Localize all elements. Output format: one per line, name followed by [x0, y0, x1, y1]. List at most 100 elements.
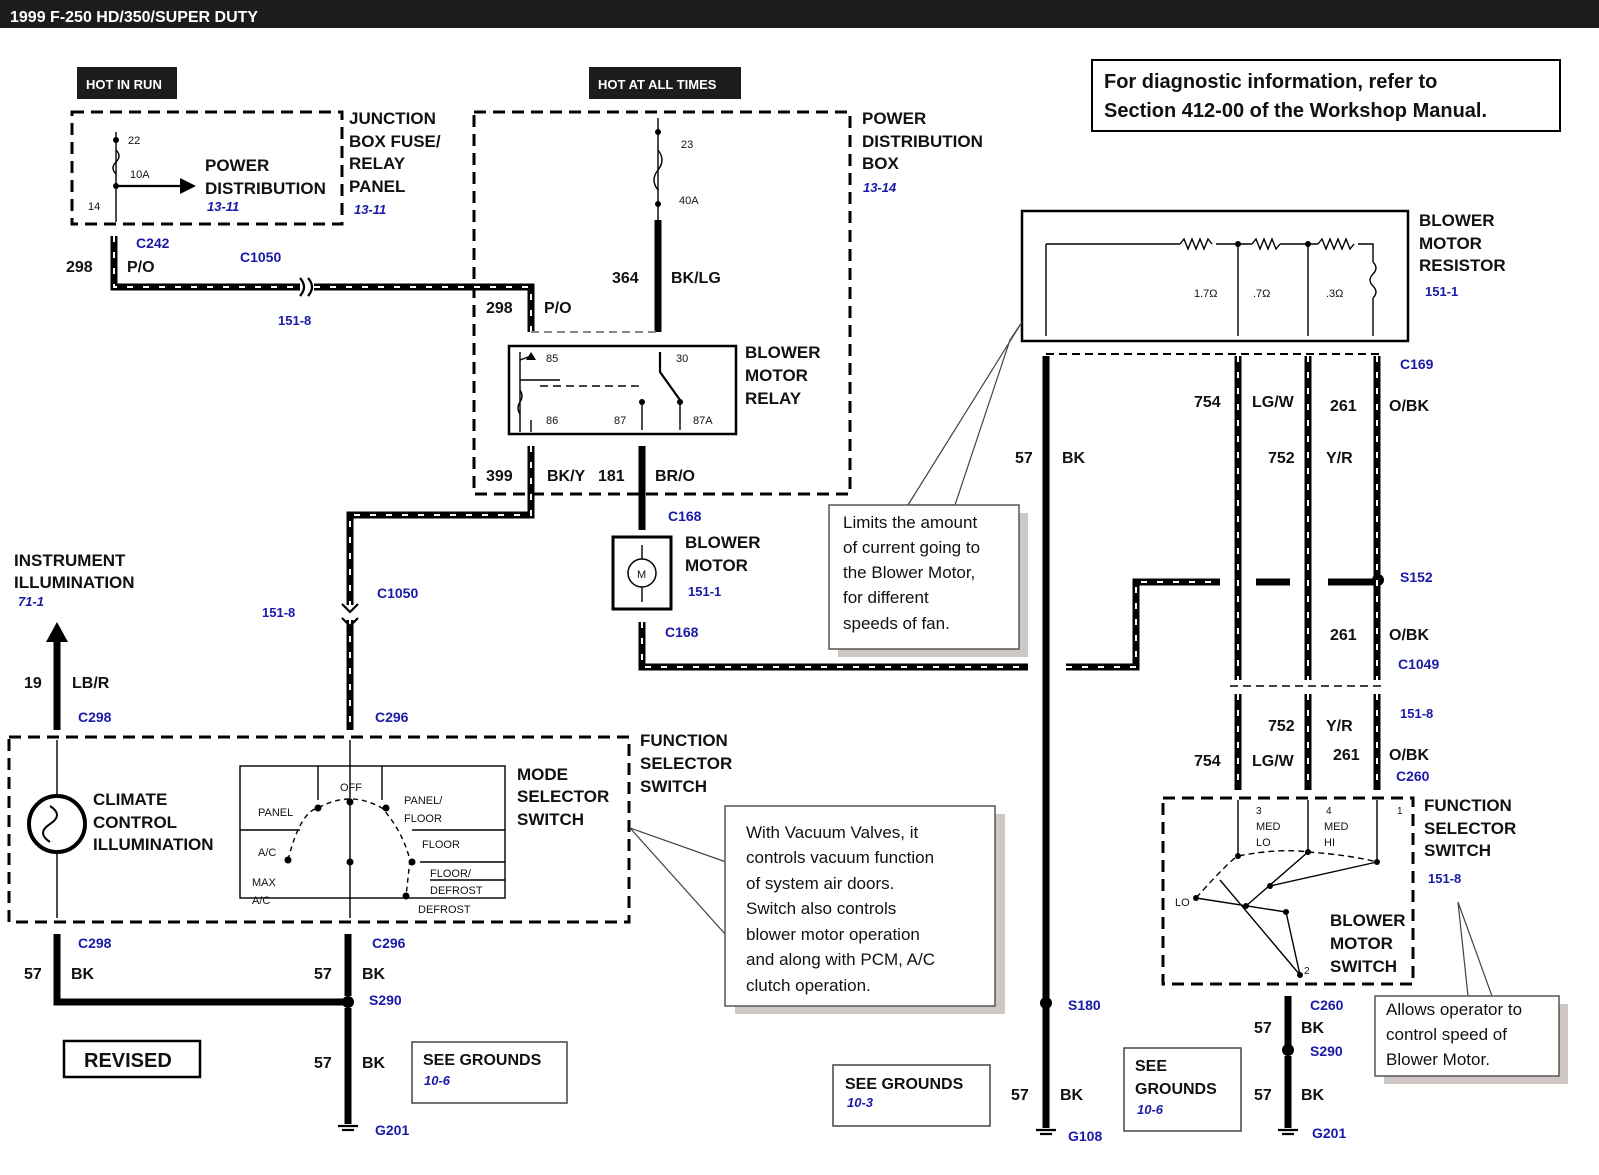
label-c298b: P/O — [544, 300, 572, 317]
resistor-note-box — [828, 504, 1020, 650]
jbox-pd-label2: DISTRIBUTION — [205, 179, 326, 198]
jbox-fuse-in: 22 — [128, 135, 140, 147]
relay-label3: RELAY — [745, 389, 802, 408]
label-c399: BK/Y — [547, 468, 586, 485]
label-c57g: BK — [1301, 1087, 1325, 1104]
motor-ref: 151-1 — [688, 584, 721, 599]
label-c261a: O/BK — [1389, 398, 1429, 415]
fss-left-label2: SELECTOR — [640, 754, 732, 773]
blower-motor-relay-box — [507, 344, 738, 436]
title-bar — [0, 0, 1599, 28]
label-c260a: C260 — [1396, 768, 1430, 784]
resistor-label2: MOTOR — [1419, 234, 1482, 253]
instrument-label1: INSTRUMENT — [14, 551, 126, 570]
see-grounds-c-label1: SEE — [1135, 1058, 1167, 1075]
revised-label: REVISED — [84, 1050, 172, 1072]
label-w19: 19 — [24, 675, 42, 692]
label-c296a: C296 — [375, 709, 409, 725]
fss-right-ref: 151-8 — [1428, 871, 1461, 886]
label-c19: LB/R — [72, 675, 110, 692]
label-w181: 181 — [598, 468, 625, 485]
vacuum-note-box — [724, 805, 996, 1007]
mode-off: OFF — [340, 782, 362, 794]
see-grounds-a-box — [411, 1041, 568, 1104]
vacuum-note-line6: and along with PCM, A/C — [746, 950, 935, 969]
label-c261b: O/BK — [1389, 627, 1429, 644]
revised-box — [62, 1039, 202, 1079]
label-ref1518a: 151-8 — [278, 313, 311, 328]
mode-panel-floor1: PANEL/ — [404, 795, 443, 807]
fss-left-label1: FUNCTION — [640, 731, 728, 750]
resistor-note-pointer — [906, 321, 1023, 506]
speed-note-line3: Blower Motor. — [1386, 1050, 1490, 1069]
label-c242: C242 — [136, 235, 170, 251]
resistor-note-line2: of current going to — [843, 538, 980, 557]
resistor-3-icon — [1317, 237, 1355, 251]
vacuum-note-line4: Switch also controls — [746, 899, 896, 918]
mode-label2: SELECTOR — [517, 787, 609, 806]
label-w57b: 57 — [24, 966, 42, 983]
jbox-label4: PANEL — [349, 177, 405, 196]
resistor-1-icon — [1179, 237, 1213, 251]
speed-note-box — [1374, 995, 1560, 1077]
fss-right-medhi2: HI — [1324, 837, 1335, 849]
fss-right-p1: 1 — [1397, 806, 1403, 817]
fss-right-label2: SELECTOR — [1424, 819, 1516, 838]
label-c296b: C296 — [372, 935, 406, 951]
label-g108: G108 — [1068, 1128, 1102, 1144]
climate-label1: CLIMATE — [93, 790, 167, 809]
label-w57g: 57 — [1254, 1087, 1272, 1104]
label-c57d: BK — [362, 1055, 386, 1072]
pdb-label3: BOX — [862, 154, 900, 173]
label-c1049: C1049 — [1398, 656, 1439, 672]
label-c754a: LG/W — [1252, 394, 1295, 411]
pdb-label2: DISTRIBUTION — [862, 132, 983, 151]
pdb-fuse-icon — [653, 149, 663, 191]
jbox-label2: BOX FUSE/ — [349, 132, 441, 151]
label-w57e: 57 — [1011, 1087, 1029, 1104]
label-s180: S180 — [1068, 997, 1101, 1013]
resistor-note-line4: for different — [843, 588, 929, 607]
fss-left-outline — [7, 735, 631, 924]
label-w261a: 261 — [1330, 398, 1357, 415]
label-c298c: C298 — [78, 709, 112, 725]
fss-right-lo: LO — [1175, 897, 1190, 909]
fss-right-medhi1: MED — [1324, 821, 1349, 833]
label-w57d: 57 — [314, 1055, 332, 1072]
jbox-label1: JUNCTION — [349, 109, 436, 128]
motor-label1: BLOWER — [685, 533, 761, 552]
climate-lamp-icon — [27, 794, 87, 854]
climate-label3: ILLUMINATION — [93, 835, 214, 854]
label-w754a: 754 — [1194, 394, 1221, 411]
diagnostic-note-box — [1091, 59, 1561, 132]
fss-right-medlo1: MED — [1256, 821, 1281, 833]
label-s152: S152 — [1400, 569, 1433, 585]
speed-note-pointer — [1457, 901, 1493, 997]
relay-p30: 30 — [676, 353, 688, 365]
label-c364: BK/LG — [671, 270, 721, 287]
label-s290a: S290 — [369, 992, 402, 1008]
mode-floor-def2: DEFROST — [430, 885, 483, 897]
splice-s290b-icon — [1282, 1044, 1294, 1056]
resistor-note-line3: the Blower Motor, — [843, 563, 975, 582]
jbox-pd-label1: POWER — [205, 156, 269, 175]
label-s290b: S290 — [1310, 1043, 1343, 1059]
label-c57b: BK — [71, 966, 95, 983]
see-grounds-b-box — [832, 1064, 991, 1127]
jbox-fuse-amp: 10A — [130, 169, 150, 181]
mode-selector-arc-icon — [287, 798, 411, 897]
fss-right-selector-icon — [1195, 849, 1378, 899]
fss-right-label3: SWITCH — [1424, 841, 1491, 860]
resistor-label1: BLOWER — [1419, 211, 1495, 230]
diagnostic-note-line1: For diagnostic information, refer to — [1104, 71, 1437, 93]
label-c168-top: C168 — [668, 508, 702, 524]
jbox-pd-ref: 13-11 — [207, 199, 239, 214]
label-w399: 399 — [486, 468, 513, 485]
label-w298b: 298 — [486, 300, 513, 317]
fss-right-label1: FUNCTION — [1424, 796, 1512, 815]
resistor-r2: .7Ω — [1253, 288, 1270, 300]
bms-label1: BLOWER — [1330, 911, 1406, 930]
relay-p87: 87 — [614, 415, 626, 427]
label-w57f: 57 — [1254, 1020, 1272, 1037]
